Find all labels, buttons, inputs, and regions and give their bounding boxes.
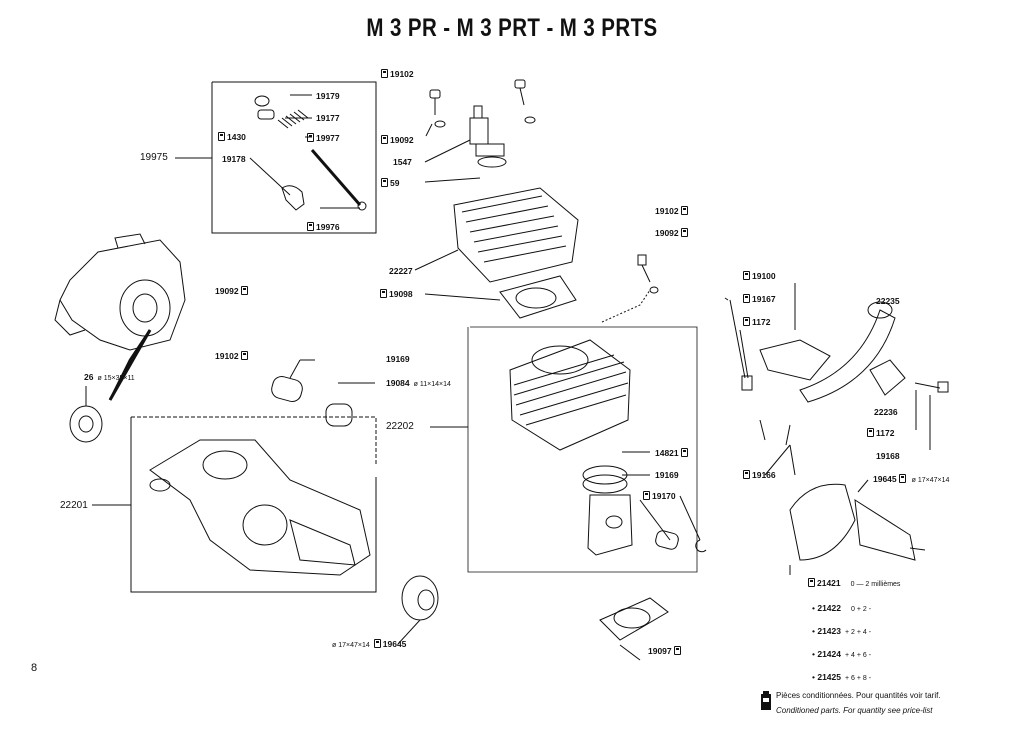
label-19975: 19975	[140, 152, 168, 163]
crank-row: • 21423+ 2 + 4 -	[812, 626, 872, 636]
crankcase-group-frame	[131, 416, 377, 466]
page-title: M 3 PR - M 3 PRT - M 3 PRTS	[366, 14, 658, 42]
base-gasket	[599, 597, 669, 661]
label-1547: 1547	[393, 157, 412, 167]
label-19092-carb: 19092	[215, 286, 250, 296]
cylinder-head	[414, 187, 579, 283]
head-bolts	[429, 79, 536, 128]
conditioned-part-icon	[373, 639, 381, 648]
label-19102-top: 19102	[381, 69, 414, 79]
bearing-19645-left	[397, 575, 439, 645]
conditioned-part-icon	[643, 491, 650, 500]
label-1172-right: 1172	[867, 428, 894, 438]
conditioned-part-icon	[898, 474, 906, 483]
carb-group-frame	[211, 81, 377, 234]
legend: Pièces conditionnées. Pour quantités voi…	[776, 688, 941, 718]
page-number: 8	[31, 662, 38, 674]
label-59: 59	[381, 178, 399, 188]
label-19167: 19167	[743, 294, 776, 304]
bushing-19169	[271, 359, 315, 402]
crank-row: • 21424+ 4 + 6 -	[812, 649, 872, 659]
conditioned-part-icon	[680, 206, 688, 215]
conditioned-part-icon	[673, 646, 681, 655]
label-19169-right: 19169	[655, 470, 679, 480]
label-22236: 22236	[874, 407, 898, 417]
conditioned-part-icon	[240, 351, 248, 360]
conditioned-part-icon	[680, 228, 688, 237]
conditioned-part-icon	[240, 286, 248, 295]
label-19169-left: 19169	[386, 354, 410, 364]
carb-slide-parts	[254, 95, 367, 211]
cylinder-group-frame	[467, 326, 698, 573]
conditioned-part-icon	[380, 289, 387, 298]
head-gasket	[424, 275, 577, 319]
conditioned-part-icon	[381, 69, 388, 78]
conditioned-part-icon	[743, 271, 750, 280]
label-22201: 22201	[60, 500, 88, 511]
label-22227: 22227	[389, 266, 413, 276]
label-1430: 1430	[218, 132, 246, 142]
spark-plug	[469, 105, 507, 168]
label-19092-top: 19092	[381, 135, 414, 145]
bearing-26	[69, 386, 103, 443]
exhaust-studs	[759, 419, 796, 476]
label-19178: 19178	[222, 154, 246, 164]
label-19098: 19098	[380, 289, 413, 299]
label-19100: 19100	[743, 271, 776, 281]
label-19177: 19177	[316, 113, 340, 123]
piston	[582, 465, 633, 556]
label-14821: 14821	[655, 448, 690, 458]
legend-fr: Pièces conditionnées. Pour quantités voi…	[776, 691, 941, 700]
conditioned-part-icon	[307, 133, 314, 142]
conditioned-part-icon	[743, 317, 750, 326]
label-22235: 22235	[876, 296, 900, 306]
label-19179: 19179	[316, 91, 340, 101]
label-19102-cyl: 19102	[655, 206, 690, 216]
label-19166: 19166	[743, 470, 776, 480]
conditioned-part-icon	[680, 448, 688, 457]
conditioned-part-icon	[867, 428, 874, 437]
conditioned-part-icon	[743, 470, 750, 479]
label-19976: 19976	[307, 222, 340, 232]
conditioned-part-icon	[218, 132, 225, 141]
crank-row: • 21425+ 6 + 8 -	[812, 672, 872, 682]
label-19168: 19168	[876, 451, 900, 461]
conditioned-part-icon	[761, 691, 771, 710]
crankshaft	[789, 479, 926, 575]
legend-en: Conditioned parts. For quantity see pric…	[776, 706, 933, 715]
label-19977: 19977	[307, 133, 340, 143]
conditioned-part-icon	[743, 294, 750, 303]
conditioned-part-icon	[381, 135, 388, 144]
conditioned-part-icon	[307, 222, 314, 231]
conditioned-part-icon	[381, 178, 388, 187]
label-19092-cyl: 19092	[655, 228, 690, 238]
conditioned-part-icon	[808, 578, 815, 587]
label-19097: 19097	[648, 646, 683, 656]
label-1172-top: 1172	[743, 317, 770, 327]
exhaust-manifold	[724, 297, 949, 450]
crankcase	[92, 439, 371, 576]
cylinder	[430, 339, 631, 451]
label-22202: 22202	[386, 421, 414, 432]
label-19102-carb: 19102	[215, 351, 250, 361]
label-19170: 19170	[643, 491, 676, 501]
bearing-19084	[325, 382, 375, 427]
